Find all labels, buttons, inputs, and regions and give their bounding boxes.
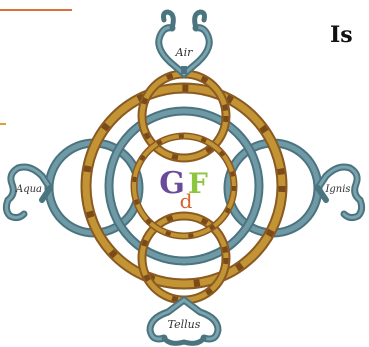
air-ornament (159, 12, 210, 74)
label-air: Air (175, 46, 193, 59)
label-ignis: Ignis (324, 184, 350, 195)
label-aqua: Aqua (15, 184, 42, 195)
cut-off-heading: Is (330, 24, 353, 46)
monogram-f: F (188, 167, 208, 200)
label-tellus: Tellus (168, 318, 201, 331)
